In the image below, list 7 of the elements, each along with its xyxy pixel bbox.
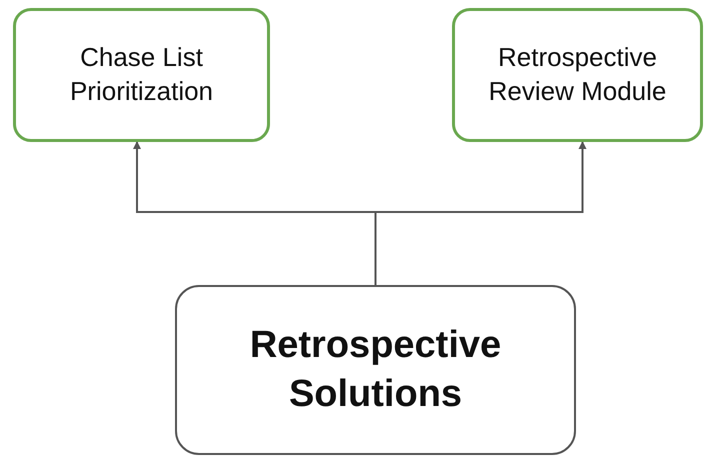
box-label: Retrospective Solutions (248, 322, 502, 417)
process-box (13, 8, 270, 142)
process-box (452, 8, 703, 142)
box-label: Retrospective Review Module (488, 41, 668, 108)
arrow (374, 141, 586, 285)
process-box (175, 285, 576, 455)
box-label: Chase List Prioritization (68, 41, 214, 108)
